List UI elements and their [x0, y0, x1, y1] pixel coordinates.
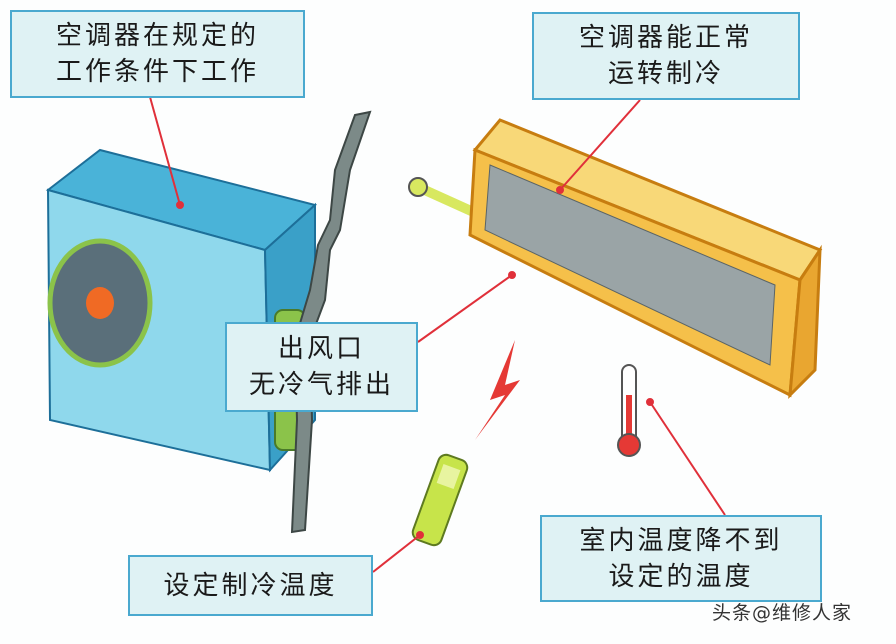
indoor-unit: [468, 118, 823, 399]
label-line: 出风口: [277, 334, 365, 364]
leader-lines: [149, 96, 726, 573]
label-line: 运转制冷: [607, 59, 724, 89]
label-line: 空调器能正常: [578, 23, 753, 53]
label-line: 空调器在规定的: [55, 21, 259, 51]
label-line: 无冷气排出: [248, 370, 394, 400]
label-line: 工作条件下工作: [55, 57, 259, 87]
label-outdoor-condition: 空调器在规定的 工作条件下工作: [10, 10, 305, 98]
thermometer-icon: [617, 364, 641, 457]
label-line: 设定的温度: [608, 561, 754, 592]
watermark: 头条@维修人家: [712, 602, 853, 624]
pipe: [415, 182, 483, 220]
label-air-outlet: 出风口 无冷气排出: [225, 322, 418, 412]
label-room-temp: 室内温度降不到 设定的温度: [540, 515, 822, 602]
label-indoor-running: 空调器能正常 运转制冷: [532, 12, 800, 100]
signal-icon: [475, 340, 520, 440]
label-remote-setting: 设定制冷温度: [128, 555, 373, 616]
remote-control-icon: [411, 453, 469, 547]
outdoor-unit: [45, 148, 318, 473]
label-line: 室内温度降不到: [579, 525, 783, 556]
wall: [290, 110, 372, 534]
label-line: 设定制冷温度: [163, 570, 338, 601]
